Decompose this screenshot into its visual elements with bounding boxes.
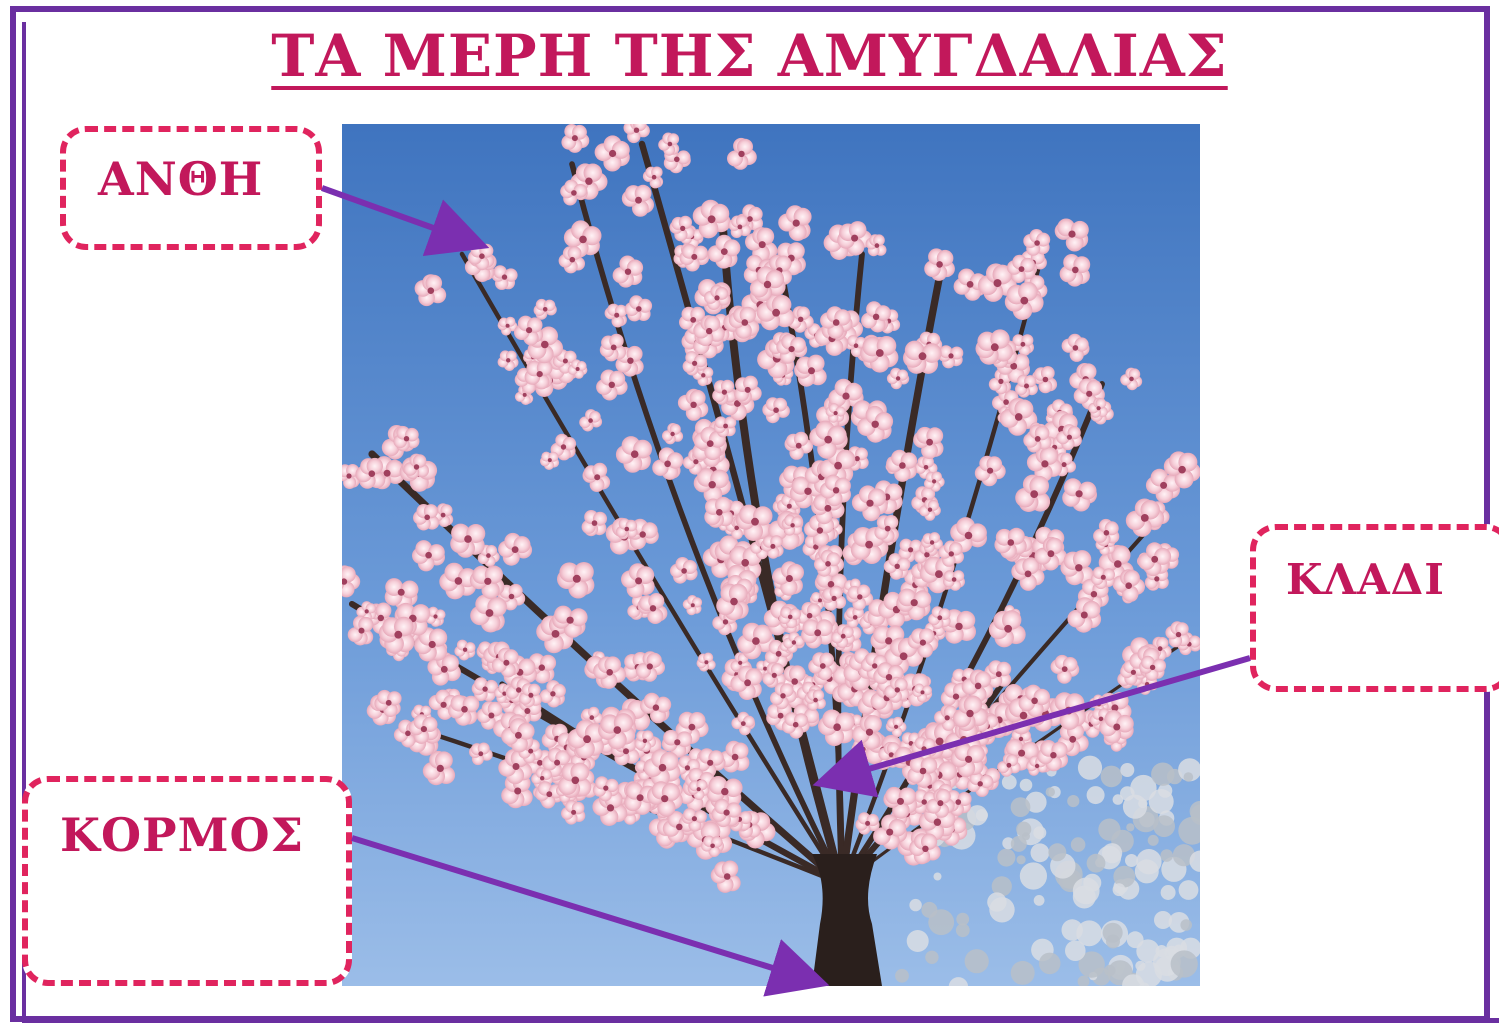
almond-tree-photo bbox=[342, 124, 1200, 986]
label-trunk: ΚΟΡΜΟΣ bbox=[60, 808, 304, 862]
almond-tree-illustration bbox=[342, 124, 1200, 986]
label-flowers: ΑΝΘΗ bbox=[98, 152, 263, 206]
label-box-branch bbox=[1250, 524, 1499, 692]
label-branch: ΚΛΑΔΙ bbox=[1286, 555, 1445, 604]
page-title-text: ΤΑ ΜΕΡΗ ΤΗΣ ΑΜΥΓΔΑΛΙΑΣ bbox=[271, 22, 1227, 90]
page-title: ΤΑ ΜΕΡΗ ΤΗΣ ΑΜΥΓΔΑΛΙΑΣ bbox=[0, 22, 1499, 90]
frame-bottom-edge bbox=[22, 1018, 1499, 1023]
